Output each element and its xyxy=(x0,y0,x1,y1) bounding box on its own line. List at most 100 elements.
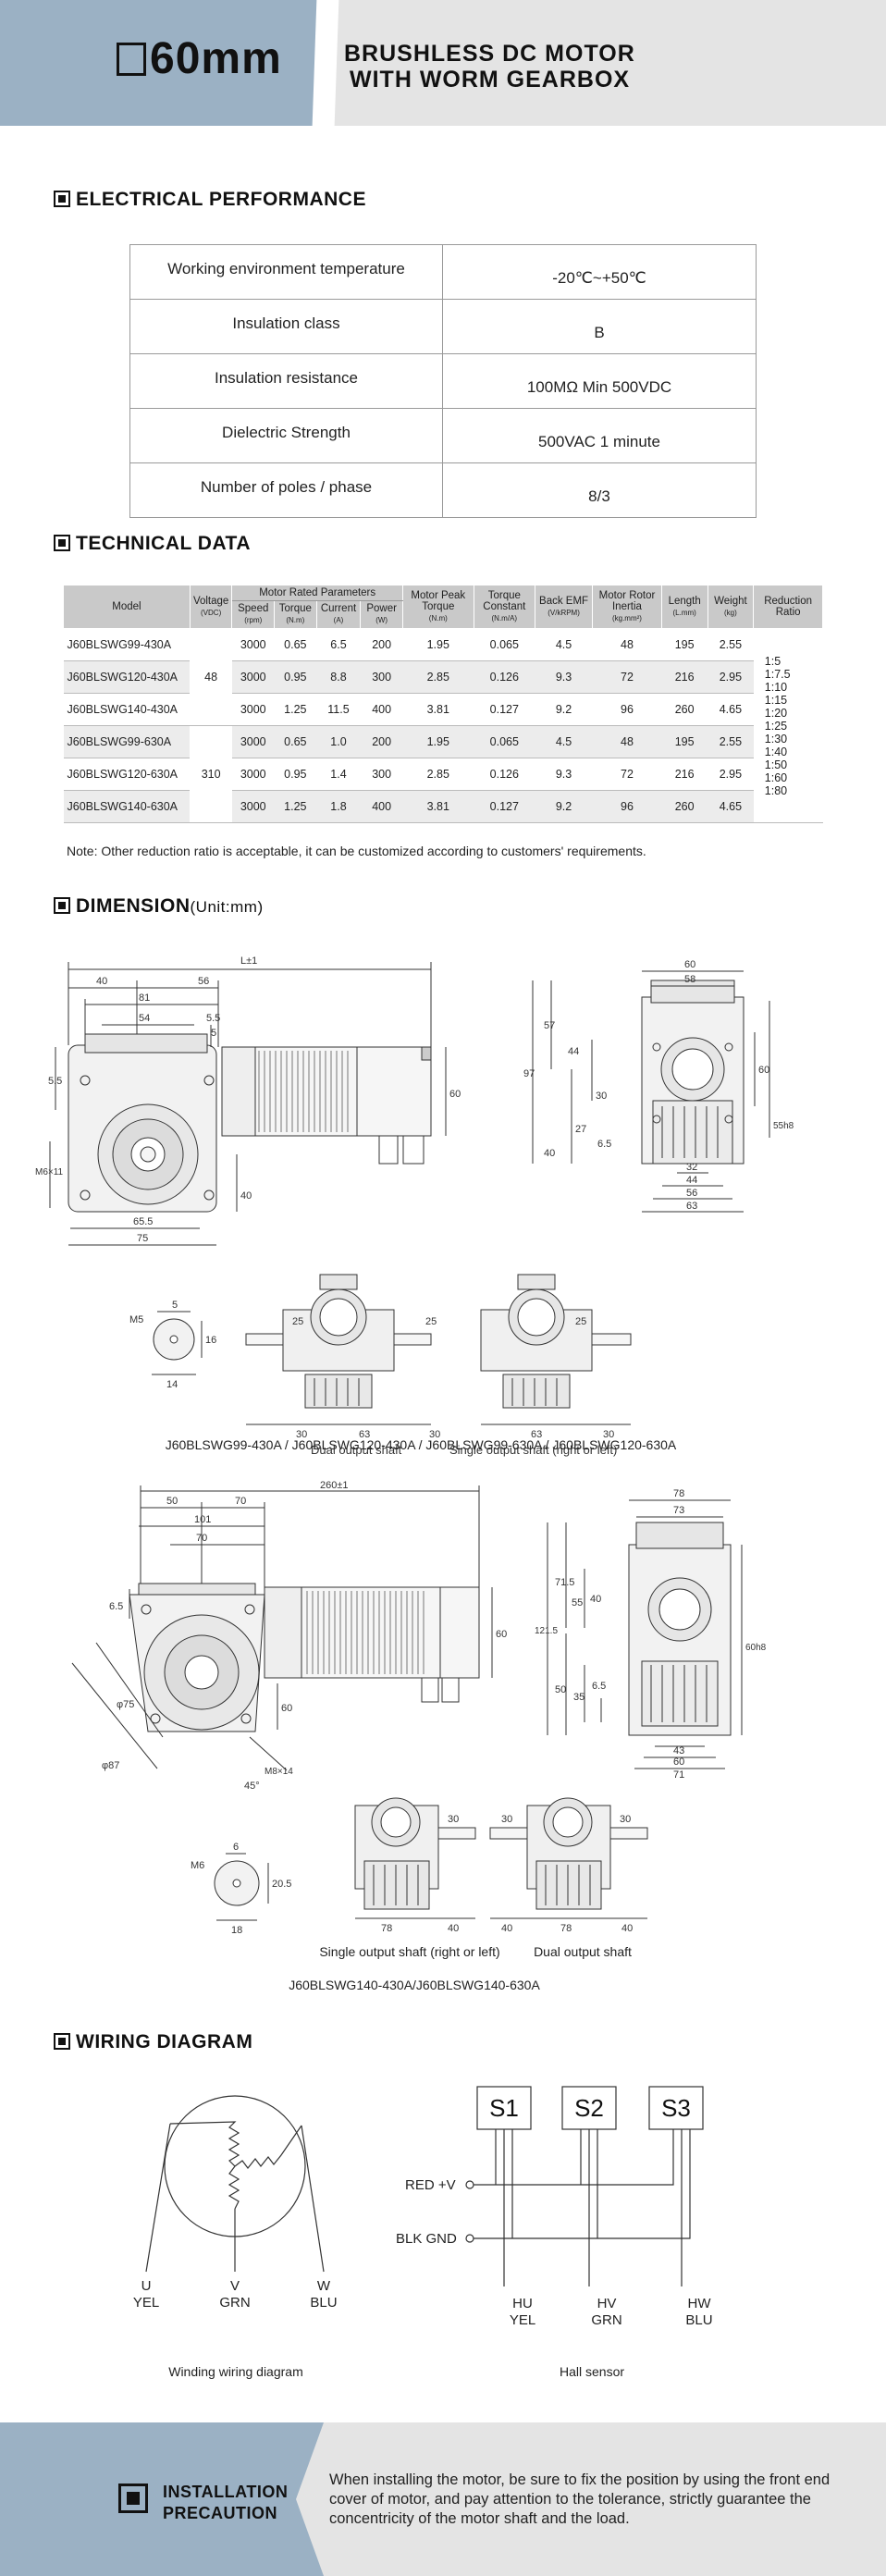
dim-label: 43 xyxy=(673,1745,684,1756)
motor-body xyxy=(254,1046,358,1137)
electrical-row: Working environment temperature-20℃~+50℃ xyxy=(129,244,757,300)
dim-label: 14 xyxy=(166,1379,178,1390)
torque-cell: 0.65 xyxy=(274,725,317,758)
dim-label: M6×11 xyxy=(35,1167,64,1177)
precaution-title: INSTALLATION PRECAUTION xyxy=(163,2482,288,2524)
current-cell: 1.0 xyxy=(316,725,361,758)
dim-label: 70 xyxy=(196,1533,207,1544)
dim-label: 75 xyxy=(137,1233,148,1244)
ratio-item: 1:10 xyxy=(764,680,788,694)
length-cell: 195 xyxy=(661,725,708,758)
weight-cell: 4.65 xyxy=(708,693,754,726)
terminal-w-color: BLU xyxy=(310,2295,337,2311)
col-weight: Weight(kg) xyxy=(707,585,755,629)
technical-note: Note: Other reduction ratio is acceptabl… xyxy=(67,844,646,858)
mount-hole xyxy=(203,1189,215,1201)
speed-cell: 3000 xyxy=(231,725,275,758)
weight-cell: 2.55 xyxy=(708,725,754,758)
electrical-value: 100MΩ Min 500VDC xyxy=(442,353,757,409)
dim-label: 44 xyxy=(568,1046,579,1057)
col-torque-label: Torque xyxy=(278,603,312,614)
dim-label: 56 xyxy=(686,1188,697,1199)
header-right-panel xyxy=(326,0,886,126)
col-current: Current(A) xyxy=(315,600,362,629)
dim-label: 60 xyxy=(758,1065,769,1076)
single-shaft-label: Single output shaft (right or left) xyxy=(449,1443,617,1457)
dim-label: 56 xyxy=(198,976,209,987)
precaution-title-line2: PRECAUTION xyxy=(163,2504,278,2522)
dim-label: 60 xyxy=(496,1629,507,1640)
hv-label: HV xyxy=(597,2296,617,2311)
emf-cell: 9.2 xyxy=(535,693,593,726)
motor-flange xyxy=(264,1586,302,1679)
electrical-value: -20℃~+50℃ xyxy=(442,244,757,300)
dimension-caption-2: J60BLSWG140-430A/J60BLSWG140-630A xyxy=(289,1978,540,1992)
dim-label: 6.5 xyxy=(109,1601,123,1612)
dim-label: L±1 xyxy=(240,955,257,967)
inertia-cell: 72 xyxy=(592,660,662,694)
dim-label: 18 xyxy=(231,1925,242,1936)
section-title: ELECTRICAL PERFORMANCE xyxy=(76,189,366,210)
section-technical-heading: TECHNICAL DATA xyxy=(54,533,251,555)
ratio-item: 1:25 xyxy=(764,719,788,733)
section-wiring-heading: WIRING DIAGRAM xyxy=(54,2031,252,2053)
gearbox-side-view xyxy=(641,980,744,1165)
red-terminal xyxy=(465,2180,474,2189)
col-model: Model xyxy=(63,585,191,629)
winding-caption: Winding wiring diagram xyxy=(168,2364,303,2379)
frame-size-title: 60mm xyxy=(117,33,282,84)
ratio-item: 1:5 xyxy=(764,654,781,668)
dim-label: 16 xyxy=(205,1335,216,1346)
motor-end-tab xyxy=(421,1046,432,1061)
emf-cell: 4.5 xyxy=(535,725,593,758)
dim-label: 50 xyxy=(555,1684,566,1695)
dim-label: 30 xyxy=(603,1429,614,1440)
torque-cell: 1.25 xyxy=(274,790,317,823)
weight-cell: 2.55 xyxy=(708,628,754,661)
emf-cell: 9.3 xyxy=(535,758,593,791)
electrical-label: Number of poles / phase xyxy=(129,462,443,518)
peak-cell: 2.85 xyxy=(402,660,474,694)
inertia-cell: 48 xyxy=(592,725,662,758)
dim-label: 71.5 xyxy=(555,1577,574,1588)
motor-cable-connector xyxy=(441,1677,460,1703)
mount-hole xyxy=(80,1189,91,1201)
length-cell: 195 xyxy=(661,628,708,661)
weight-cell: 2.95 xyxy=(708,660,754,694)
model-cell: J60BLSWG99-430A xyxy=(63,628,191,661)
dual-shaft-label: Dual output shaft xyxy=(311,1443,402,1457)
dim-label: 30 xyxy=(296,1429,307,1440)
sensor-s1-label: S1 xyxy=(489,2094,519,2122)
frame-size-text: 60mm xyxy=(150,34,282,83)
precaution-text: When installing the motor, be sure to fi… xyxy=(329,2471,831,2527)
dim-label: 40 xyxy=(621,1923,633,1934)
length-cell: 260 xyxy=(661,693,708,726)
gearbox-top-flange xyxy=(84,1033,208,1054)
model-cell: J60BLSWG140-430A xyxy=(63,693,191,726)
col-current-unit: (A) xyxy=(333,616,344,624)
ratio-item: 1:15 xyxy=(764,693,788,707)
mount-hole xyxy=(240,1713,252,1724)
inertia-cell: 96 xyxy=(592,790,662,823)
dim-label: 60 xyxy=(281,1703,292,1714)
dim-label: 78 xyxy=(381,1923,392,1934)
dim-label: 6 xyxy=(233,1842,239,1853)
dim-label: 54 xyxy=(139,1013,150,1024)
technical-table: Model Voltage(VDC) Motor Rated Parameter… xyxy=(63,585,823,823)
speed-cell: 3000 xyxy=(231,660,275,694)
dim-label: 58 xyxy=(684,974,695,985)
inertia-cell: 72 xyxy=(592,758,662,791)
peak-cell: 1.95 xyxy=(402,725,474,758)
peak-cell: 3.81 xyxy=(402,693,474,726)
dim-label: 55 xyxy=(572,1597,583,1608)
current-cell: 8.8 xyxy=(316,660,361,694)
product-title-line2: WITH WORM GEARBOX xyxy=(350,67,631,92)
hv-color: GRN xyxy=(591,2312,621,2328)
dim-label: M6 xyxy=(191,1860,204,1871)
section-bullet-icon xyxy=(54,535,70,551)
gearbox-top-flange xyxy=(138,1583,256,1596)
single-shaft-view xyxy=(354,1797,476,1910)
